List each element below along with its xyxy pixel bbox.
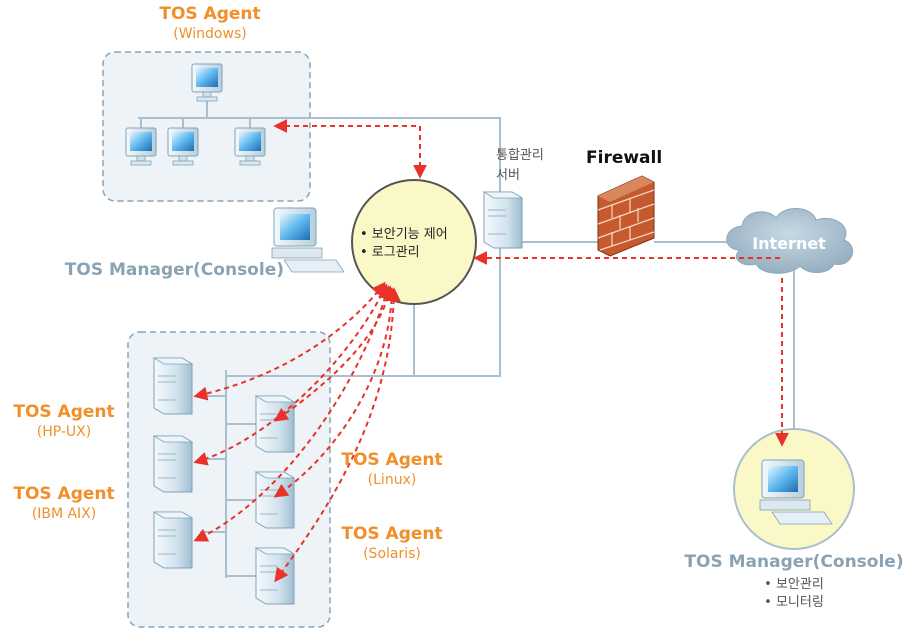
remote-manager-title: TOS Manager(Console) (684, 552, 904, 572)
center-item-1: • 보안기능 제어 (360, 227, 448, 242)
firewall-icon (597, 175, 655, 257)
linux-agent-sub: (Linux) (367, 472, 417, 488)
solaris-agent-title: TOS Agent (341, 524, 443, 544)
aix-server-icon (153, 435, 193, 493)
internet-label: Internet (752, 234, 826, 253)
remote-manager-features: • 보안관리 • 모니터링 (740, 576, 848, 612)
linux-server-icon (255, 395, 295, 453)
server-label-line1: 통합관리 (496, 148, 544, 163)
server-label-line2: 서버 (496, 168, 520, 183)
central-control-circle (351, 179, 477, 305)
integrated-server-icon (483, 191, 523, 249)
solaris-server-icon (255, 547, 295, 605)
hpux-server-icon (153, 357, 193, 415)
aix-agent-title: TOS Agent (13, 484, 115, 504)
control-arrows (193, 119, 789, 583)
remote-feature-1: • 보안관리 (764, 577, 824, 592)
hpux-agent-sub: (HP-UX) (36, 424, 92, 440)
firewall-label: Firewall (586, 148, 663, 168)
center-items: • 보안기능 제어 • 로그관리 (360, 226, 470, 262)
windows-agent-sub: (Windows) (173, 26, 247, 42)
solaris-agent-sub: (Solaris) (363, 546, 421, 562)
remote-feature-2: • 모니터링 (764, 595, 824, 610)
windows-agent-title: TOS Agent (159, 4, 261, 24)
hpux-agent-title: TOS Agent (13, 402, 115, 422)
aix-agent-sub: (IBM AIX) (31, 506, 97, 522)
server-label: 통합관리 서버 (496, 146, 544, 186)
local-manager-title: TOS Manager(Console) (64, 260, 284, 280)
linux-agent-title: TOS Agent (341, 450, 443, 470)
center-item-2: • 로그관리 (360, 245, 420, 260)
aix-server-2-icon (153, 511, 193, 569)
